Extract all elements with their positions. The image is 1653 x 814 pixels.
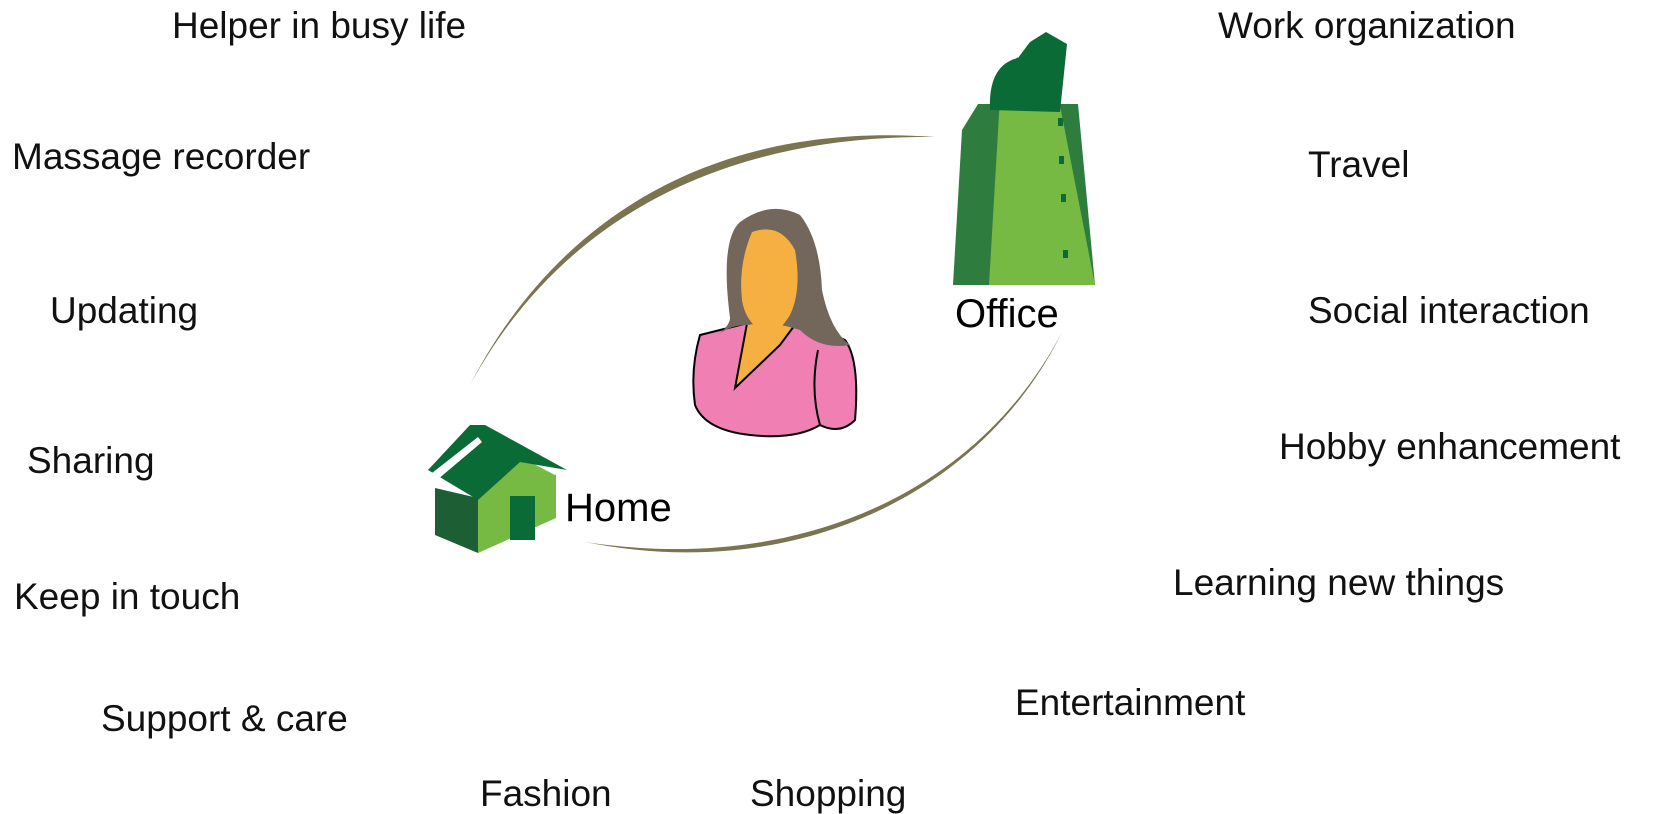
label-hobby-enhancement: Hobby enhancement xyxy=(1279,426,1621,467)
label-entertainment: Entertainment xyxy=(1015,682,1246,723)
woman-avatar-icon xyxy=(692,208,858,438)
upper-connector-arc xyxy=(470,135,935,385)
label-shopping: Shopping xyxy=(750,773,907,814)
office-building-icon xyxy=(953,32,1095,285)
label-work-organization: Work organization xyxy=(1218,5,1516,46)
label-travel: Travel xyxy=(1308,144,1410,185)
label-updating: Updating xyxy=(50,290,199,331)
label-keep-in-touch: Keep in touch xyxy=(14,576,241,617)
home-label: Home xyxy=(565,486,672,530)
label-social-interaction: Social interaction xyxy=(1308,290,1590,331)
label-support-care: Support & care xyxy=(101,698,348,739)
house-icon xyxy=(428,425,567,553)
label-massage-recorder: Massage recorder xyxy=(12,136,311,177)
label-helper-in-busy-life: Helper in busy life xyxy=(172,5,467,46)
label-fashion: Fashion xyxy=(480,773,612,814)
office-label: Office xyxy=(955,292,1059,336)
label-sharing: Sharing xyxy=(27,440,155,481)
label-learning-new-things: Learning new things xyxy=(1173,562,1505,603)
